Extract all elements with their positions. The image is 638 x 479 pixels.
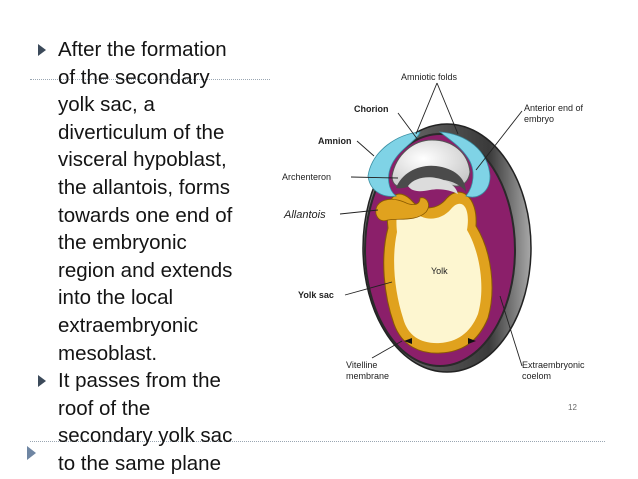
bullet-line: to the same plane xyxy=(58,451,221,475)
bullet-line: yolk sac, a xyxy=(58,93,155,117)
bullet-list: After the formation of the secondary yol… xyxy=(38,36,268,478)
bullet-line: diverticulum of the xyxy=(58,120,225,144)
label-amnion: Amnion xyxy=(318,136,352,146)
yolk-region xyxy=(394,203,482,344)
bullet-line: secondary yolk sac xyxy=(58,424,233,448)
bullet-line: roof of the xyxy=(58,396,151,420)
slide-arrow-icon xyxy=(27,446,36,460)
bullet-line: region and extends xyxy=(58,258,233,282)
embryo-surface xyxy=(408,177,458,194)
bullet-line: of the secondary xyxy=(58,65,210,89)
label-yolk: Yolk xyxy=(431,266,448,276)
bullet-line: extraembryonic xyxy=(58,313,199,337)
label-anterior-end: Anterior end of xyxy=(524,103,584,113)
label-coelom: coelom xyxy=(522,371,551,381)
bullet-line: After the formation xyxy=(58,38,227,61)
bullet-item: It passes from the roof of the secondary… xyxy=(38,367,268,477)
arrow-marker xyxy=(404,338,412,344)
divider-top xyxy=(30,79,270,80)
bullet-line: It passes from the xyxy=(58,369,221,393)
label-yolk-sac: Yolk sac xyxy=(298,290,334,300)
bullet-line: the embryonic xyxy=(58,231,187,255)
bullet-line: mesoblast. xyxy=(58,341,158,365)
chorion-outline xyxy=(364,133,516,367)
amnion-right xyxy=(438,131,491,198)
label-vitelline: Vitelline xyxy=(346,360,377,370)
bullet-triangle-icon xyxy=(38,44,46,56)
label-allantois: Allantois xyxy=(283,209,326,221)
arrow-marker xyxy=(468,338,476,344)
page-number: 12 xyxy=(568,403,577,412)
bullet-line: the allantois, forms xyxy=(58,175,231,199)
label-anterior-end-2: embryo xyxy=(524,114,554,124)
label-extraembryonic: Extraembryonic xyxy=(522,360,585,370)
bullet-line: into the local xyxy=(58,286,174,310)
bullet-item: After the formation of the secondary yol… xyxy=(38,36,268,367)
allantois-bud xyxy=(375,197,429,222)
divider-bottom xyxy=(30,441,605,442)
label-chorion: Chorion xyxy=(354,104,389,114)
label-archenteron: Archenteron xyxy=(282,172,331,182)
amnion-left xyxy=(367,131,421,197)
bullet-triangle-icon xyxy=(38,375,46,388)
bullet-line: towards one end of xyxy=(58,203,233,227)
label-vitelline-2: membrane xyxy=(346,371,389,381)
leader-lines xyxy=(339,82,523,367)
label-amniotic-folds: Amniotic folds xyxy=(401,72,458,82)
bullet-line: visceral hypoblast, xyxy=(58,148,227,172)
